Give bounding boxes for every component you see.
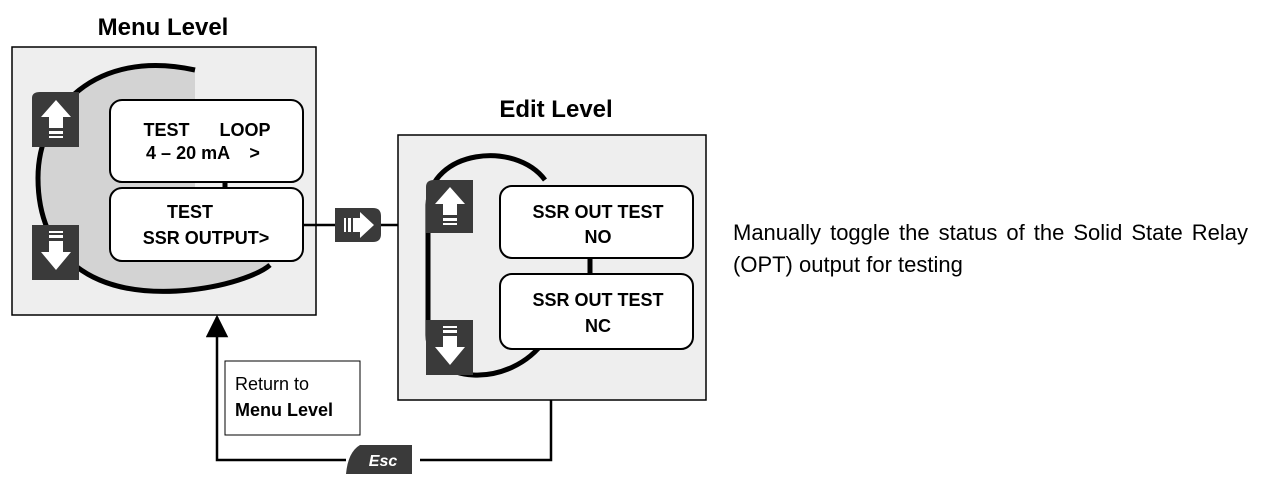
edit-screen-nc: SSR OUT TEST NC	[499, 273, 694, 350]
esc-key-icon[interactable]	[346, 445, 412, 474]
menu-screen-test-loop: TEST LOOP 4 – 20 mA >	[109, 99, 304, 183]
return-note-line1: Return to	[235, 374, 309, 394]
menu-screen-ssr-output-line1: TEST	[167, 202, 213, 222]
esc-return-arrow	[205, 314, 346, 462]
menu-screen-ssr-output-line2: SSR OUTPUT>	[143, 228, 270, 248]
menu-screen-test-loop-line1: TEST LOOP	[143, 120, 270, 140]
edit-screen-no-line1: SSR OUT TEST	[532, 202, 663, 222]
edit-level-cycle-loop	[425, 153, 548, 378]
down-arrow-key-icon[interactable]	[32, 225, 79, 280]
up-arrow-key-icon[interactable]	[32, 92, 79, 147]
return-note-line2: Menu Level	[235, 400, 333, 420]
edit-screen-nc-line1: SSR OUT TEST	[532, 290, 663, 310]
up-arrow-key-icon[interactable]	[426, 180, 473, 233]
esc-button-label: Esc	[369, 453, 398, 470]
edit-screen-no: SSR OUT TEST NO	[499, 185, 694, 259]
menu-screen-ssr-output: TEST SSR OUTPUT>	[109, 187, 304, 262]
menu-level-title: Menu Level	[98, 14, 229, 41]
edit-screen-nc-line2: NC	[585, 316, 611, 336]
description-text: Manually toggle the status of the Solid …	[733, 220, 1248, 277]
esc-button[interactable]: Esc	[346, 445, 412, 474]
return-note: Return to Menu Level	[224, 360, 361, 436]
down-arrow-key-icon[interactable]	[426, 320, 473, 375]
esc-return-line-right	[420, 400, 553, 462]
edit-screen-no-line2: NO	[585, 227, 612, 247]
edit-level-title: Edit Level	[499, 96, 612, 123]
menu-screen-test-loop-line2: 4 – 20 mA >	[146, 143, 260, 163]
right-arrow-key-icon[interactable]	[335, 208, 381, 242]
